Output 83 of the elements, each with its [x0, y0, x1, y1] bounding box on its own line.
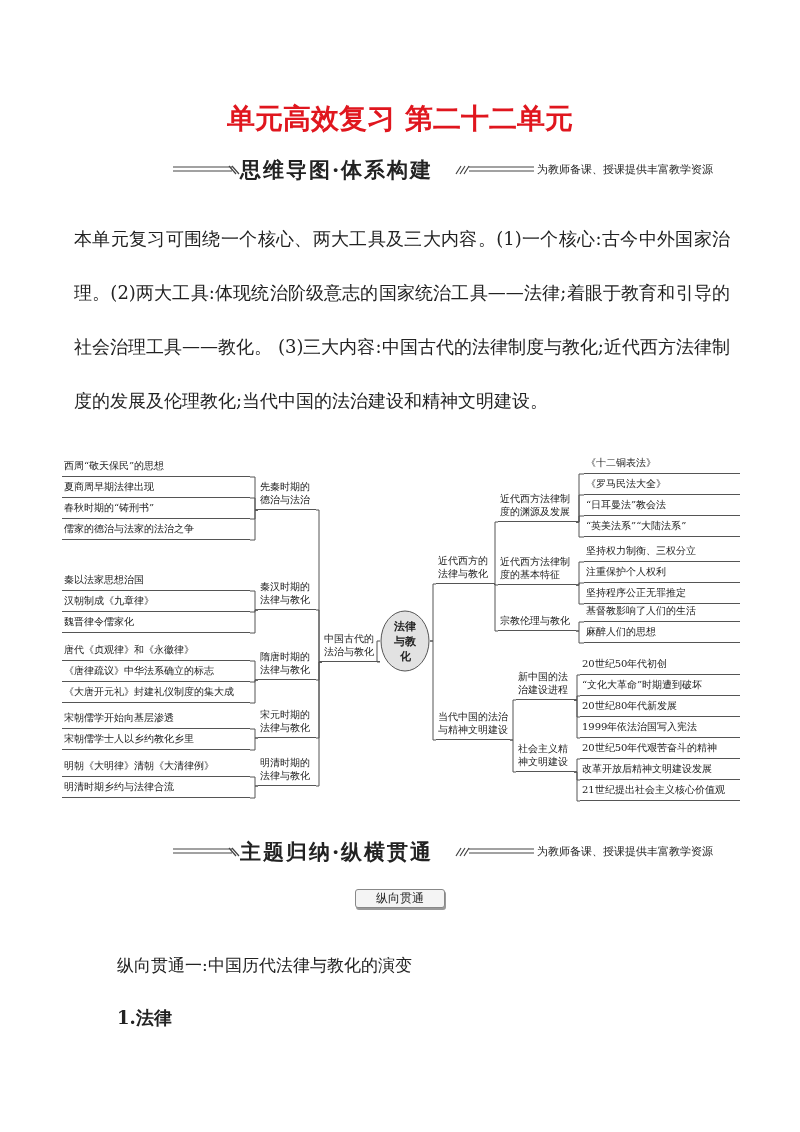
leaf-topic: 魏晋律令儒家化 — [62, 614, 250, 633]
connector-line — [249, 728, 259, 739]
tagline: 为教师备课、授课提供丰富教学资源 — [537, 845, 713, 859]
connector-line — [575, 521, 585, 538]
leaf-topic: 1999年依法治国写入宪法 — [580, 719, 740, 738]
leaf-topic: 儒家的德治与法家的法治之争 — [62, 521, 250, 540]
leaf-topic: 明朝《大明律》清朝《大清律例》 — [62, 758, 250, 777]
branch-topic: 隋唐时期的法律与教化 — [258, 648, 316, 680]
leaf-topic: “英美法系”“大陆法系” — [584, 518, 740, 537]
leaf-topic: 基督教影响了人们的生活 — [584, 603, 740, 622]
connector-line — [249, 785, 259, 799]
connector-line — [249, 609, 259, 634]
leaf-topic: 唐代《贞观律》和《永徽律》 — [62, 642, 250, 661]
branch-topic: 明清时期的法律与教化 — [258, 754, 316, 786]
connector-line — [249, 590, 259, 611]
subheading: 1.法律 — [117, 1006, 172, 1030]
page-title: 单元高效复习 第二十二单元 — [226, 101, 574, 137]
connector-line — [249, 509, 259, 541]
leaf-topic: 《罗马民法大全》 — [584, 476, 740, 495]
leaf-topic: 注重保护个人权利 — [584, 564, 740, 583]
branch-topic: 近代西方法律制度的渊源及发展 — [498, 490, 576, 522]
connector-line — [509, 699, 517, 741]
center-bubble: 法律与教化 — [380, 610, 430, 672]
section-tab: 纵向贯通 — [355, 889, 445, 908]
branch-topic: 秦汉时期的法律与教化 — [258, 578, 316, 610]
connector-line — [315, 609, 323, 663]
branch-topic: 社会主义精神文明建设 — [516, 740, 574, 772]
connector-line — [315, 661, 323, 787]
connector-line — [249, 776, 259, 787]
section-heading: 主题归纳·纵横贯通 — [240, 838, 434, 866]
leaf-topic: 夏商周早期法律出现 — [62, 479, 250, 498]
connector-line — [575, 515, 585, 523]
connector-line — [249, 497, 259, 511]
connector-line — [429, 640, 437, 741]
connector-line — [575, 621, 585, 632]
leaf-topic: 麻醉人们的思想 — [584, 624, 740, 643]
branch-topic: 近代西方的法律与教化 — [436, 552, 494, 584]
leaf-topic: 20世纪50年代初创 — [580, 656, 740, 675]
branch-topic: 近代西方法律制度的基本特征 — [498, 553, 576, 585]
leaf-topic: “日耳曼法”教会法 — [584, 497, 740, 516]
leaf-topic: 明清时期乡约与法律合流 — [62, 779, 250, 798]
leaf-topic: 改革开放后精神文明建设发展 — [580, 761, 740, 780]
connector-line — [509, 739, 517, 773]
leaf-topic: 《大唐开元礼》封建礼仪制度的集大成 — [62, 684, 250, 703]
connector-line — [573, 758, 581, 773]
leaf-topic: 20世纪50年代艰苦奋斗的精神 — [580, 740, 740, 759]
leaf-topic: 宋朝儒学开始向基层渗透 — [62, 710, 250, 729]
leaf-topic: 春秋时期的“铸刑书” — [62, 500, 250, 519]
subheading: 纵向贯通一:中国历代法律与教化的演变 — [117, 954, 412, 977]
branch-topic: 先秦时期的德治与法治 — [258, 478, 316, 510]
leaf-topic: 坚持权力制衡、三权分立 — [584, 543, 740, 562]
branch-topic: 宋元时期的法律与教化 — [258, 706, 316, 738]
connector-line — [249, 660, 259, 681]
leaf-topic: “文化大革命”时期遭到破坏 — [580, 677, 740, 696]
leaf-topic: 《十二铜表法》 — [584, 455, 740, 474]
leaf-topic: 秦以法家思想治国 — [62, 572, 250, 591]
leaf-topic: 西周“敬天保民”的思想 — [62, 458, 250, 477]
leaf-topic: 坚持程序公正无罪推定 — [584, 585, 740, 604]
connector-line — [575, 582, 585, 586]
connector-line — [493, 521, 499, 585]
connector-line — [573, 771, 581, 802]
connector-line — [249, 737, 259, 751]
branch-topic: 新中国的法治建设进程 — [516, 668, 574, 700]
connector-line — [493, 583, 499, 586]
intro-paragraph: 本单元复习可围绕一个核心、两大工具及三大内容。(1)一个核心:古今中外国家治理。(2)两大工具:体现统治阶级意志的国家统治工具——法律;着眼于教育和引导的社会治理工具——教化。 (3)三大内容:中国古代的法律制度与教化;近代西方法律制度的发展及伦理教化;当代中国的法治建设和精神文明建设。 — [74, 227, 730, 413]
connector-line — [249, 679, 259, 704]
connector-line — [429, 583, 437, 642]
connector-line — [376, 640, 381, 663]
connector-line — [575, 630, 585, 644]
leaf-topic: 汉朝制成《九章律》 — [62, 593, 250, 612]
connector-line — [573, 695, 581, 701]
connector-line — [573, 699, 581, 739]
connector-line — [493, 583, 499, 632]
leaf-topic: 《唐律疏议》中华法系确立的标志 — [62, 663, 250, 682]
leaf-topic: 21世纪提出社会主义核心价值观 — [580, 782, 740, 801]
tagline: 为教师备课、授课提供丰富教学资源 — [537, 163, 713, 177]
connector-line — [575, 584, 585, 605]
branch-topic: 宗教伦理与教化 — [498, 612, 576, 631]
section-heading: 思维导图·体系构建 — [240, 156, 434, 184]
leaf-topic: 20世纪80年代新发展 — [580, 698, 740, 717]
branch-topic: 中国古代的法治与教化 — [322, 630, 380, 662]
leaf-topic: 宋朝儒学士人以乡约教化乡里 — [62, 731, 250, 750]
branch-topic: 当代中国的法治与精神文明建设 — [436, 708, 510, 740]
